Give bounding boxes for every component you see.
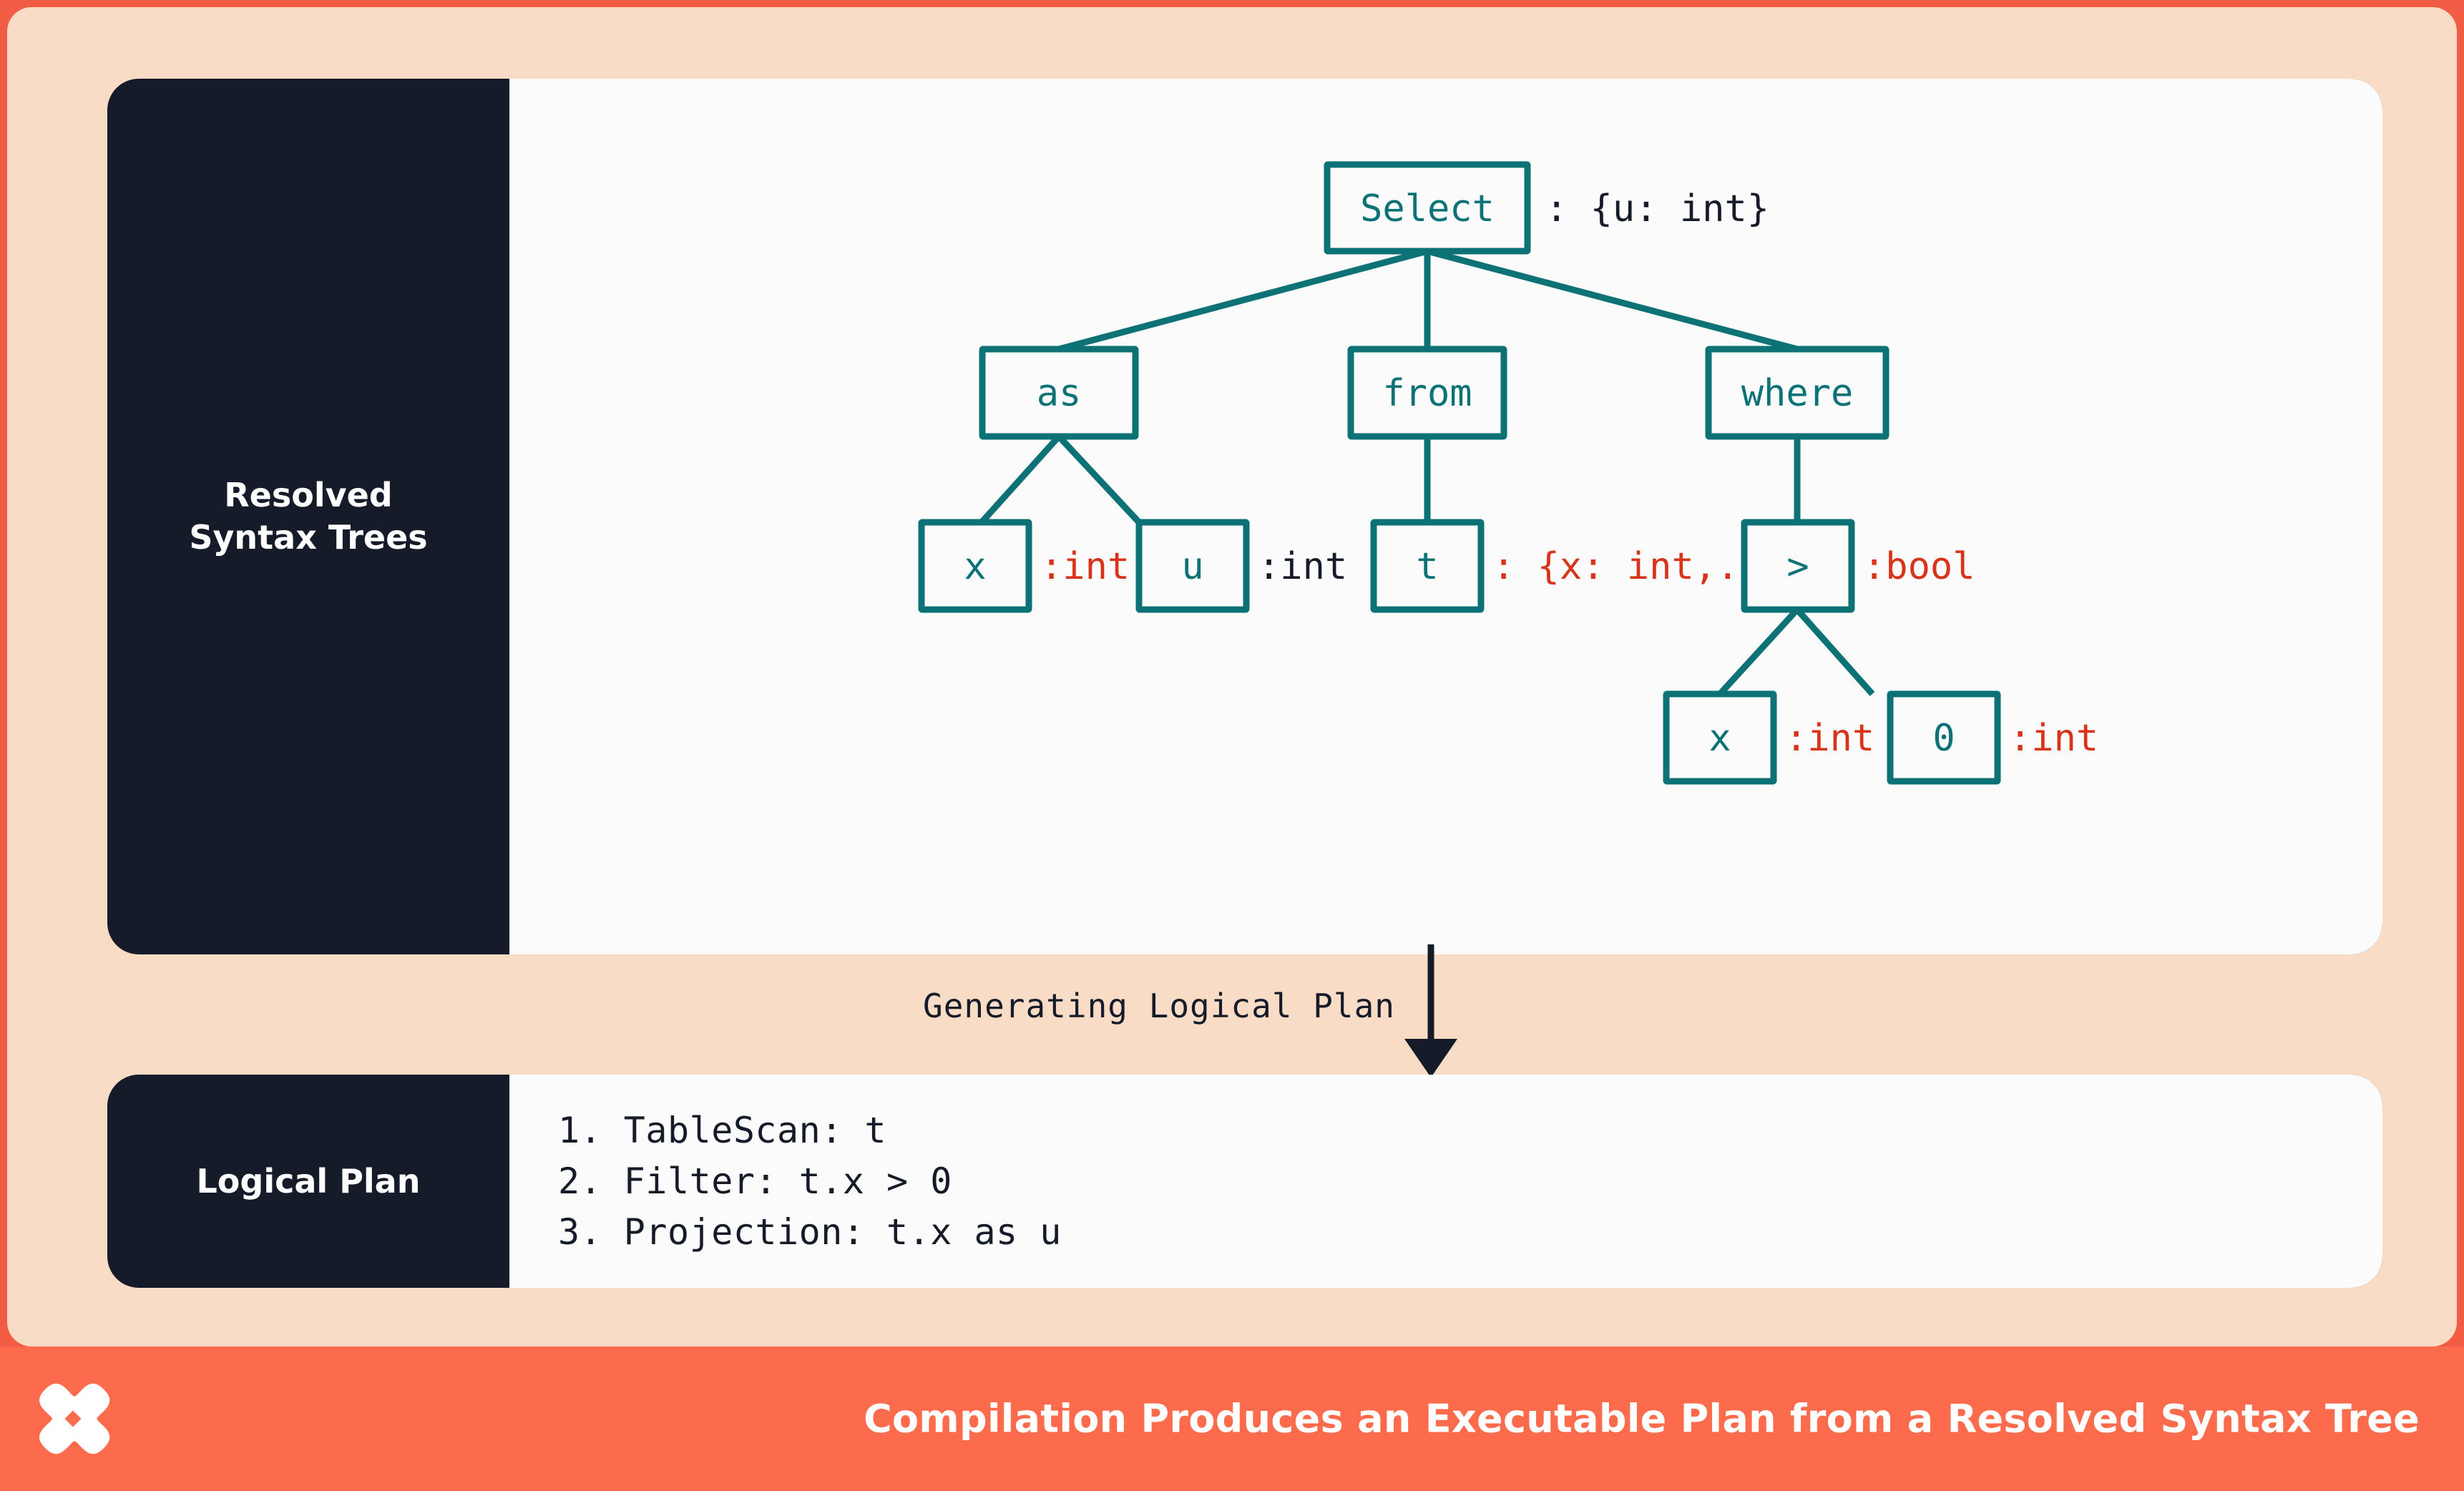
tree-node-gt[interactable]: > :bool	[1741, 519, 1975, 613]
edge-select-as	[1057, 248, 1429, 353]
butterfly-x-logo-icon	[39, 1383, 110, 1455]
resolved-syntax-trees-label: Resolved Syntax Trees	[189, 476, 428, 557]
tree-edges	[979, 248, 1875, 697]
connector-label: Generating Logical Plan	[923, 987, 1395, 1025]
logical-plan-body: 1. TableScan: t 2. Filter: t.x > 0 3. Pr…	[509, 1075, 2382, 1288]
tree-node-gt-zero[interactable]: 0 :int	[1887, 690, 2098, 785]
tree-node-select-type: : {u: int}	[1545, 187, 1769, 230]
edge-gt-x	[1717, 607, 1800, 697]
tree-node-as-label: as	[1037, 372, 1082, 415]
resolved-syntax-trees-card: Resolved Syntax Trees	[107, 79, 2382, 954]
tree-node-gt-x-type: :int	[1785, 717, 1874, 760]
tree-node-as-x[interactable]: x :int	[918, 519, 1130, 613]
tree-node-as-x-label: x	[964, 545, 986, 588]
edge-select-where	[1426, 248, 1799, 353]
edge-as-x	[979, 434, 1062, 525]
tree-node-as-u-type: :int	[1258, 545, 1347, 588]
tree-node-gt-zero-type: :int	[2009, 717, 2098, 760]
connector-arrowhead	[1404, 1039, 1457, 1077]
tree-node-as-x-type: :int	[1040, 545, 1130, 588]
tree-node-from-t-label: t	[1416, 545, 1438, 588]
tree-node-as-u-label: u	[1181, 545, 1203, 588]
logical-plan-steps: 1. TableScan: t 2. Filter: t.x > 0 3. Pr…	[558, 1105, 1062, 1258]
tree-node-where[interactable]: where	[1705, 346, 1889, 440]
logical-plan-step: 2. Filter: t.x > 0	[558, 1160, 952, 1202]
tree-node-from-label: from	[1382, 372, 1472, 415]
syntax-tree-svg: Select : {u: int} as from	[918, 161, 2098, 785]
logical-plan-card: Logical Plan 1. TableScan: t 2. Filter: …	[107, 1075, 2382, 1288]
content-panel: Resolved Syntax Trees	[7, 7, 2457, 1346]
tree-node-gt-x-label: x	[1708, 717, 1731, 760]
edge-as-u	[1056, 434, 1142, 525]
tree-node-from[interactable]: from	[1347, 346, 1507, 440]
logical-plan-step: 1. TableScan: t	[558, 1109, 887, 1151]
tree-node-gt-zero-label: 0	[1932, 717, 1955, 760]
syntax-tree-canvas: Select : {u: int} as from	[509, 79, 2382, 954]
footer-caption: Compilation Produces an Executable Plan …	[864, 1396, 2420, 1442]
tree-node-where-label: where	[1741, 372, 1854, 415]
logical-plan-step: 3. Projection: t.x as u	[558, 1211, 1062, 1253]
footer-banner: Compilation Produces an Executable Plan …	[0, 1346, 2464, 1491]
tree-node-as[interactable]: as	[979, 346, 1139, 440]
logical-plan-label: Logical Plan	[196, 1161, 421, 1201]
tree-node-gt-type: :bool	[1863, 545, 1975, 588]
tree-node-gt-x[interactable]: x :int	[1663, 690, 1874, 785]
tree-node-select[interactable]: Select : {u: int}	[1324, 161, 1769, 255]
tree-node-select-label: Select	[1360, 187, 1495, 230]
tree-node-gt-label: >	[1786, 545, 1809, 588]
generating-logical-plan-connector: Generating Logical Plan	[923, 944, 1457, 1077]
tree-node-as-u[interactable]: u :int	[1135, 519, 1347, 613]
edge-gt-0	[1794, 607, 1875, 696]
